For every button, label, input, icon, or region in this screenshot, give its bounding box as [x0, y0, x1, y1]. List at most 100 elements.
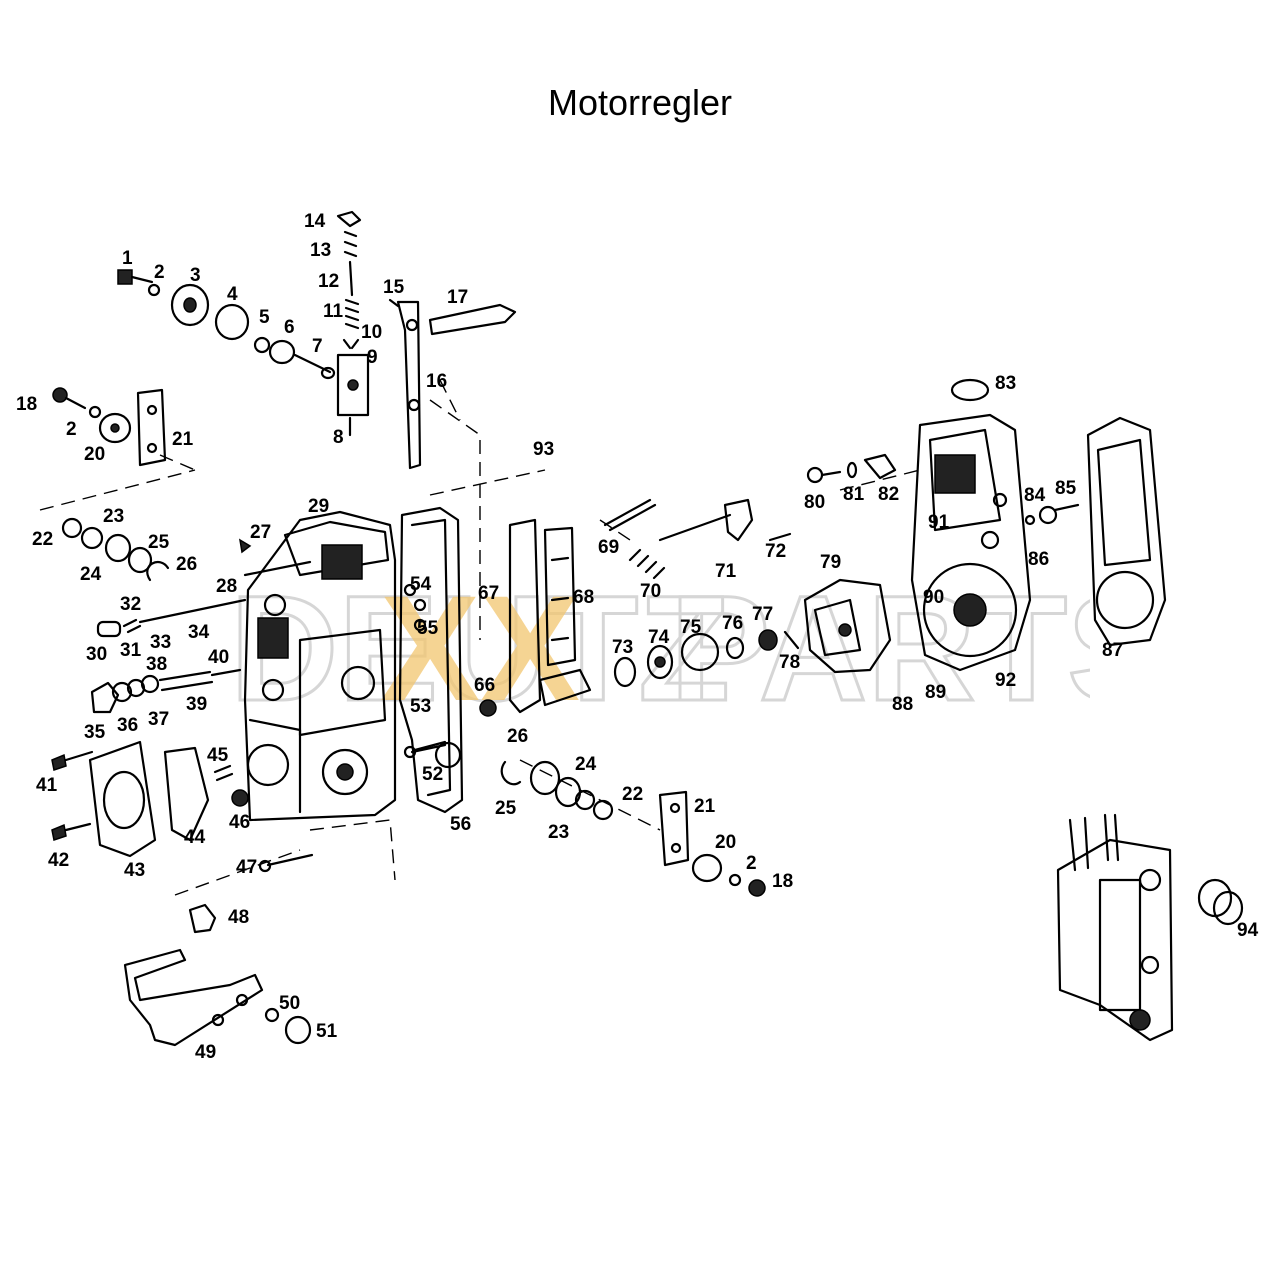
label-23b: 23 — [548, 822, 569, 843]
label-25b: 25 — [495, 798, 517, 819]
governor-housing — [243, 510, 397, 822]
spring-stack-parts — [336, 210, 370, 437]
label-29: 29 — [308, 496, 329, 517]
watermark-text-1: DEUTZ — [230, 564, 730, 730]
left-seal-parts — [61, 517, 170, 582]
label-91: 91 — [928, 512, 950, 533]
label-17: 17 — [447, 287, 468, 308]
label-73: 73 — [612, 637, 633, 658]
slide-plate-parts — [479, 518, 592, 717]
label-80: 80 — [804, 492, 825, 513]
label-13: 13 — [310, 240, 331, 261]
label-30: 30 — [86, 644, 107, 665]
label-39: 39 — [186, 694, 207, 715]
label-47: 47 — [236, 857, 257, 878]
label-92: 92 — [995, 670, 1016, 691]
label-67: 67 — [478, 583, 499, 604]
label-10: 10 — [361, 322, 382, 343]
label-22b: 22 — [622, 784, 643, 805]
label-6: 6 — [284, 317, 295, 338]
label-76: 76 — [722, 613, 743, 634]
label-44: 44 — [184, 827, 206, 848]
label-45: 45 — [207, 745, 229, 766]
label-35: 35 — [84, 722, 106, 743]
label-34: 34 — [188, 622, 210, 643]
label-52: 52 — [422, 764, 443, 785]
watermark-logo: DEUTZ XX PARTS — [230, 563, 1090, 731]
label-20: 20 — [84, 444, 105, 465]
rear-gasket — [1086, 416, 1167, 647]
label-77: 77 — [752, 604, 773, 625]
label-90: 90 — [923, 587, 944, 608]
label-8: 8 — [333, 427, 344, 448]
label-87: 87 — [1102, 640, 1123, 661]
housing-gasket — [398, 506, 464, 814]
label-78: 78 — [779, 652, 800, 673]
label-56: 56 — [450, 814, 471, 835]
label-43: 43 — [124, 860, 145, 881]
label-2c: 2 — [746, 853, 757, 874]
label-16: 16 — [426, 371, 447, 392]
bottom-bracket-parts — [123, 740, 447, 1047]
page-title: Motorregler — [547, 82, 733, 123]
label-31: 31 — [120, 640, 142, 661]
pump-body-part — [1056, 813, 1244, 1042]
label-7: 7 — [312, 336, 323, 357]
cover-plate-parts — [51, 740, 314, 873]
label-5: 5 — [259, 307, 270, 328]
label-23: 23 — [103, 506, 124, 527]
label-2b: 2 — [66, 419, 77, 440]
label-24b: 24 — [575, 754, 597, 775]
label-72: 72 — [765, 541, 786, 562]
label-42: 42 — [48, 850, 69, 871]
label-3: 3 — [190, 265, 201, 286]
label-18: 18 — [16, 394, 37, 415]
left-bracket-parts — [52, 387, 167, 467]
right-seal-parts — [500, 760, 766, 897]
label-12: 12 — [318, 271, 339, 292]
label-28: 28 — [216, 576, 237, 597]
label-18b: 18 — [772, 871, 793, 892]
label-54: 54 — [410, 574, 432, 595]
label-46: 46 — [229, 812, 250, 833]
governor-lever-parts — [388, 298, 517, 470]
label-37: 37 — [148, 709, 169, 730]
label-85: 85 — [1055, 478, 1077, 499]
label-79: 79 — [820, 552, 841, 573]
label-41: 41 — [36, 775, 58, 796]
label-1: 1 — [122, 248, 133, 269]
label-26: 26 — [176, 554, 197, 575]
label-82: 82 — [878, 484, 899, 505]
label-70: 70 — [640, 581, 661, 602]
label-2: 2 — [154, 262, 165, 283]
label-38: 38 — [146, 654, 167, 675]
label-81: 81 — [843, 484, 865, 505]
label-15: 15 — [383, 277, 405, 298]
label-4: 4 — [227, 284, 238, 305]
flyweight-carrier — [803, 578, 892, 674]
label-93: 93 — [533, 439, 554, 460]
rod-and-plug-parts — [90, 538, 312, 714]
label-51: 51 — [316, 1021, 338, 1042]
label-83: 83 — [995, 373, 1016, 394]
label-40: 40 — [208, 647, 229, 668]
label-11: 11 — [323, 301, 344, 322]
label-53: 53 — [410, 696, 431, 717]
top-left-adjuster-parts — [117, 269, 336, 380]
label-24: 24 — [80, 564, 102, 585]
label-88: 88 — [892, 694, 913, 715]
label-55: 55 — [417, 618, 439, 639]
label-66: 66 — [474, 675, 495, 696]
label-27: 27 — [250, 522, 271, 543]
shaft-and-bearing-parts — [603, 498, 800, 688]
label-21: 21 — [172, 429, 194, 450]
label-33: 33 — [150, 632, 171, 653]
label-86: 86 — [1028, 549, 1049, 570]
label-22: 22 — [32, 529, 53, 550]
label-48: 48 — [228, 907, 249, 928]
label-49: 49 — [195, 1042, 216, 1063]
part-number-labels: 1 2 3 4 5 6 7 8 9 10 11 12 13 14 15 16 1… — [16, 211, 1259, 1063]
label-89: 89 — [925, 682, 946, 703]
label-14: 14 — [304, 211, 326, 232]
label-36: 36 — [117, 715, 138, 736]
